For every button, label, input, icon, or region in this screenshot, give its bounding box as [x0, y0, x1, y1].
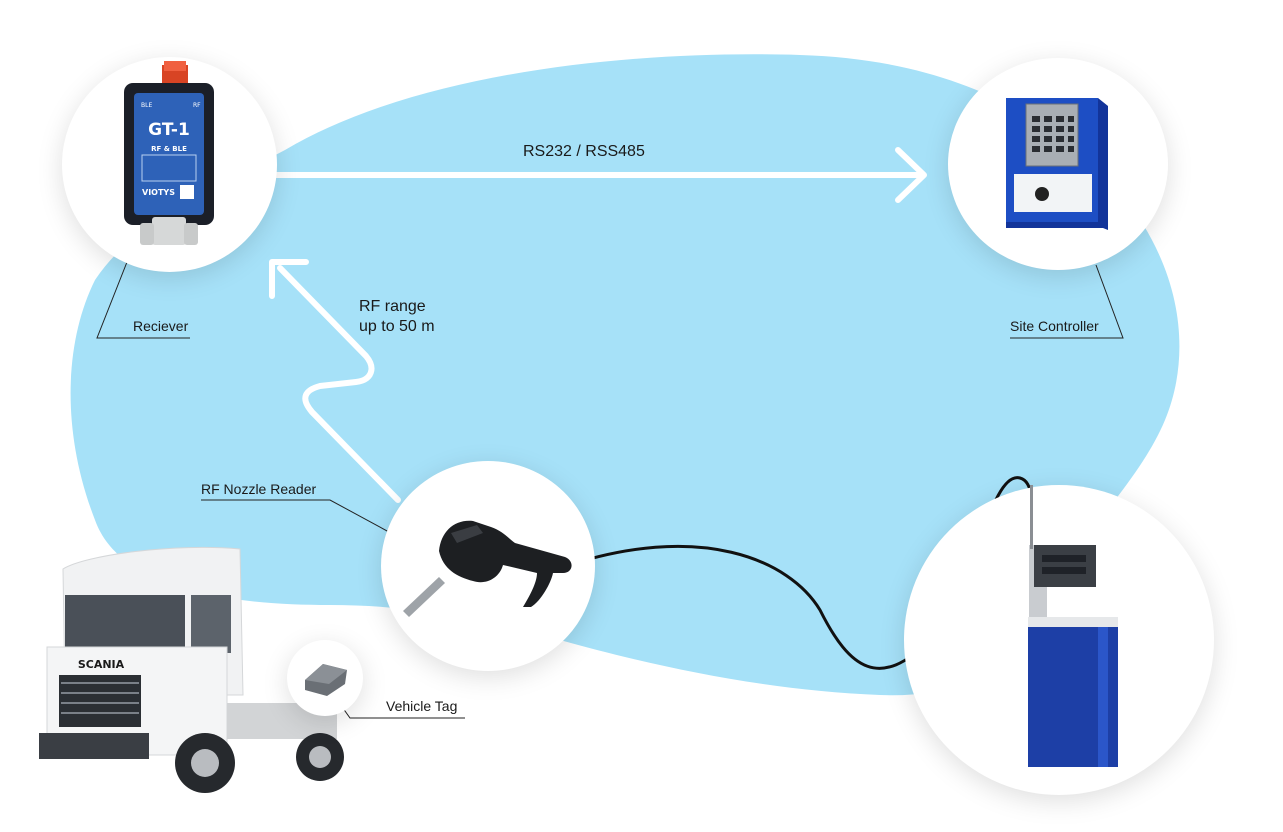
- nozzle-reader-circle: [381, 461, 595, 671]
- gt1-brand-text: VIOTYS: [142, 188, 175, 197]
- nozzle-reader-leader: [201, 499, 401, 539]
- nozzle-reader-label: RF Nozzle Reader: [201, 481, 317, 497]
- gt1-rf-text: RF: [193, 102, 201, 109]
- receiver-leader: [96, 261, 190, 339]
- rf-range-line2: up to 50 m: [359, 318, 435, 335]
- backdrop-blob: [70, 54, 1180, 696]
- gt1-ble-text: BLE: [141, 102, 152, 109]
- receiver-circle: GT-1 RF & BLE BLE RF VIOTYS: [62, 57, 277, 272]
- rf-range-line1: RF range: [359, 298, 426, 315]
- rf-arrow-head: [269, 259, 309, 299]
- vehicle-tag-image: [305, 664, 347, 696]
- link-label: RS232 / RSS485: [523, 143, 645, 160]
- site-controller-device: [1006, 98, 1108, 230]
- site-controller-label: Site Controller: [1010, 318, 1099, 334]
- gt1-sub-text: RF & BLE: [151, 145, 187, 153]
- rf-arrow-shaft: [277, 265, 401, 503]
- gt1-model-text: GT-1: [148, 120, 190, 140]
- receiver-label: Reciever: [133, 318, 189, 334]
- rs232-arrow-head: [895, 147, 927, 203]
- site-controller-leader: [1010, 264, 1124, 339]
- fuel-pump-circle: [904, 485, 1214, 795]
- vehicle-tag-circle: [287, 640, 363, 716]
- truck-brand-text: SCANIA: [78, 658, 125, 671]
- site-controller-circle: [948, 58, 1168, 270]
- fuel-nozzle-image: [403, 520, 572, 617]
- receiver-device: GT-1 RF & BLE BLE RF VIOTYS: [124, 61, 214, 245]
- truck-image: SCANIA: [39, 546, 344, 793]
- vehicle-tag-label: Vehicle Tag: [386, 698, 458, 714]
- fuel-pump-image: [1028, 485, 1118, 767]
